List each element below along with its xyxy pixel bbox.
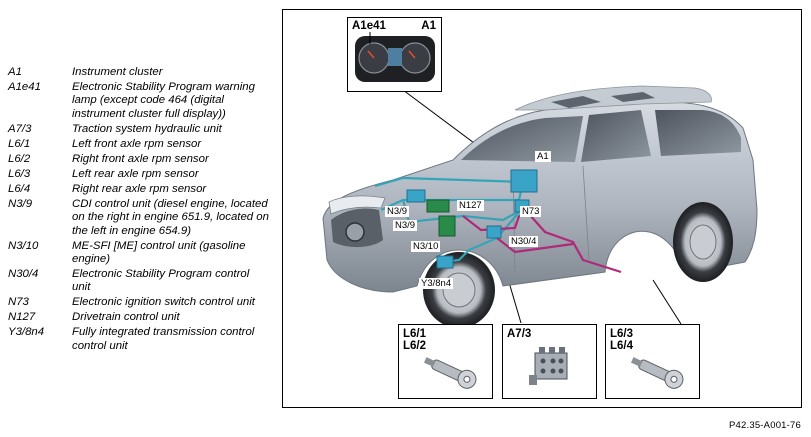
n3-9-upper-component <box>406 189 426 203</box>
rear-wheel <box>673 202 733 282</box>
y3-8n4-component <box>436 255 454 269</box>
n127-component <box>426 199 450 213</box>
label-n73: N73 <box>520 206 542 217</box>
label-n127: N127 <box>457 200 484 211</box>
callout-label-l6-1: L6/1 <box>403 328 427 340</box>
label-y3-8n4: Y3/8n4 <box>419 278 454 289</box>
a1-component <box>510 169 538 193</box>
label-n3-9-upper: N3/9 <box>385 206 410 217</box>
rpm-sensor-icon <box>630 357 684 389</box>
callout-label-a7-3: A7/3 <box>507 328 532 340</box>
callout-label-l6-3: L6/3 <box>610 328 634 340</box>
callout-label-l6-4: L6/4 <box>610 340 634 352</box>
figure-id: P42.35-A001-76 <box>729 420 801 431</box>
label-n30-4: N30/4 <box>509 236 539 247</box>
n30-4-component <box>486 225 502 239</box>
instrument-cluster-icon <box>355 32 435 82</box>
callout-label-a1: A1 <box>421 20 436 32</box>
n3-10-component <box>438 215 456 237</box>
label-a1: A1 <box>535 151 551 162</box>
front-axle-sensors-callout: L6/1 L6/2 <box>398 324 493 399</box>
label-n3-10: N3/10 <box>411 241 441 252</box>
hydraulic-unit-icon <box>529 347 568 385</box>
callout-label-a1e41: A1e41 <box>352 20 386 32</box>
instrument-cluster-callout: A1e41 A1 <box>347 17 442 92</box>
rear-axle-sensors-callout: L6/3 L6/4 <box>605 324 700 399</box>
rpm-sensor-icon <box>423 357 477 389</box>
label-n3-9-lower: N3/9 <box>393 220 418 231</box>
front-wheel <box>423 252 495 328</box>
hydraulic-unit-callout: A7/3 <box>502 324 597 399</box>
callout-label-l6-2: L6/2 <box>403 340 427 352</box>
vehicle-diagram-frame: A1e41 A1 A1 N3/9 N127 N73 N3/9 N3/10 N30… <box>282 9 802 408</box>
